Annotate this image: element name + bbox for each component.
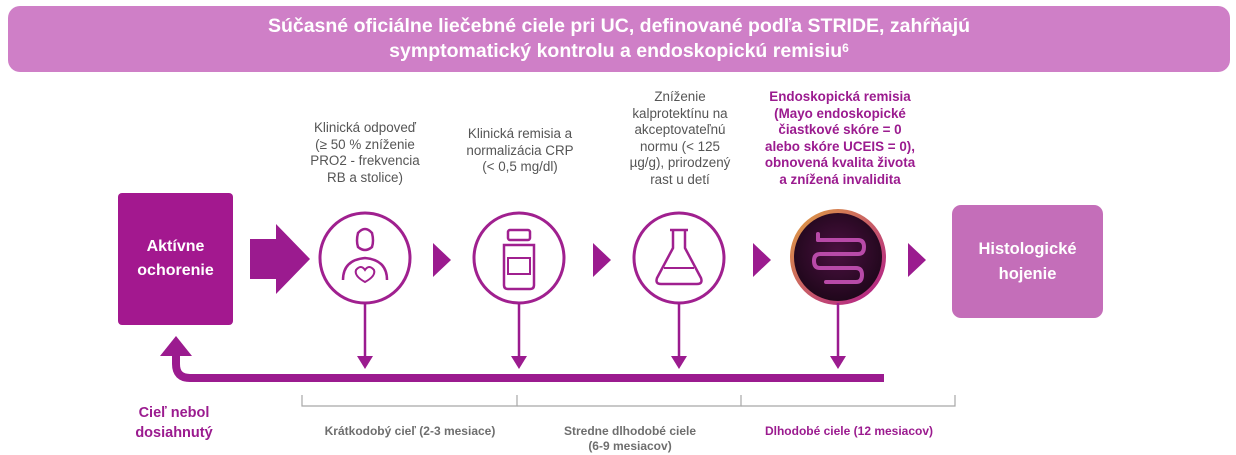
histological-healing-line-1: Histologické — [978, 239, 1077, 258]
feedback-up-arrow-icon — [160, 336, 192, 356]
label-line: RB a stolice) — [327, 169, 403, 185]
medicine-bottle-icon — [472, 211, 566, 305]
chevron-arrow-icon — [908, 243, 926, 277]
label-line: obnovená kvalita života — [764, 155, 916, 170]
timeframe-line: Dlhodobé ciele (12 mesiacov) — [764, 424, 934, 438]
timeframe-bracket-medium — [517, 395, 742, 407]
label-line: (< 0,5 mg/dl) — [482, 159, 558, 174]
timeframe-bracket-long — [741, 395, 956, 407]
label-line: (Mayo endoskopické — [774, 105, 906, 121]
label-line: alebo skóre UCEIS = 0), — [765, 138, 915, 154]
label-line: a znížená invalidita — [779, 171, 901, 187]
lab-flask-icon — [632, 211, 726, 305]
chevron-arrow-icon — [753, 243, 771, 277]
label-line: µg/g), prirodzený — [629, 155, 731, 170]
down-arrow-icon — [511, 303, 527, 369]
title-line-2: symptomatický kontrolu a endoskopickú re… — [389, 39, 849, 64]
timeframe-short-label: Krátkodobý cieľ (2-3 mesiace) — [300, 424, 520, 439]
timeframe-bracket-short — [301, 395, 518, 407]
label-line: normalizácia CRP — [466, 142, 574, 158]
down-arrow-icon — [357, 303, 373, 369]
feedback-loop-line — [172, 354, 884, 382]
label-line: kalprotektínu na — [632, 105, 728, 121]
chevron-arrow-icon — [593, 243, 611, 277]
timeframe-line: Krátkodobý cieľ (2-3 mesiace) — [324, 424, 496, 438]
timeframe-medium-label: Stredne dlhodobé ciele (6-9 mesiacov) — [520, 424, 740, 454]
label-line: čiastkové skóre = 0 — [778, 122, 902, 137]
label-line: Klinická odpoveď — [313, 120, 417, 135]
label-line: PRO2 - frekvencia — [310, 153, 420, 168]
active-disease-line-2: ochorenie — [137, 262, 214, 279]
timeframe-long-label: Dlhodobé ciele (12 mesiacov) — [738, 424, 960, 439]
big-arrow-icon — [250, 224, 310, 294]
step-label-clinical-response: Klinická odpoveď (≥ 50 % zníženie PRO2 -… — [285, 120, 445, 186]
label-line: Klinická remisia a — [467, 126, 573, 141]
patient-icon — [318, 211, 412, 305]
step-label-calprotectin: Zníženie kalprotektínu na akceptovateľnú… — [604, 89, 756, 188]
down-arrow-icon — [830, 303, 846, 369]
title-banner: Súčasné oficiálne liečebné ciele pri UC,… — [8, 6, 1230, 72]
label-line: Zníženie — [654, 89, 706, 104]
goal-not-reached-line-1: Cieľ nebol — [138, 405, 210, 421]
title-line-2-text: symptomatický kontrolu a endoskopickú re… — [389, 40, 843, 62]
timeframe-line: (6-9 mesiacov) — [588, 439, 672, 453]
timeframe-line: Stredne dlhodobé ciele — [563, 424, 697, 438]
label-line: akceptovateľnú — [634, 122, 726, 137]
chevron-arrow-icon — [433, 243, 451, 277]
intestine-icon — [790, 209, 886, 305]
histological-healing-box: Histologické hojenie — [952, 205, 1103, 318]
label-line: Endoskopická remisia — [769, 89, 911, 104]
step-label-endoscopic-remission: Endoskopická remisia (Mayo endoskopické … — [742, 89, 938, 188]
goal-not-reached-line-2: dosiahnutý — [135, 425, 213, 441]
title-reference: 6 — [842, 41, 849, 55]
label-line: rast u detí — [650, 171, 710, 187]
title-line-1: Súčasné oficiálne liečebné ciele pri UC,… — [267, 15, 971, 37]
goal-not-reached-label: Cieľ nebol dosiahnutý — [118, 403, 230, 443]
active-disease-line-1: Aktívne — [146, 238, 205, 255]
down-arrow-icon — [671, 303, 687, 369]
active-disease-box: Aktívne ochorenie — [118, 193, 233, 325]
label-line: (≥ 50 % zníženie — [315, 136, 415, 152]
label-line: normu (< 125 — [639, 138, 721, 154]
histological-healing-line-2: hojenie — [998, 264, 1057, 283]
step-label-clinical-remission: Klinická remisia a normalizácia CRP (< 0… — [444, 126, 596, 176]
